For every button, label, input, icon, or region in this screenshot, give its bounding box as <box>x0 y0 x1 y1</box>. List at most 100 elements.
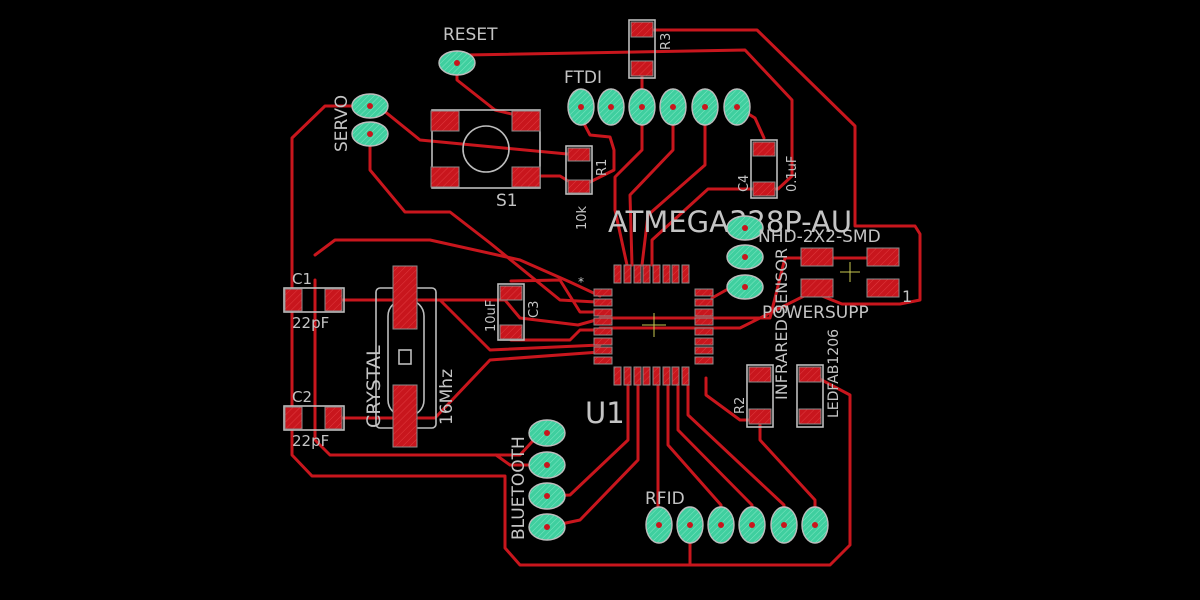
smd-pad[interactable] <box>748 366 772 383</box>
trace <box>640 116 707 267</box>
ftdi-label: FTDI <box>564 68 602 88</box>
trace <box>652 28 922 306</box>
s1-label: S1 <box>496 191 518 211</box>
power-pin1-label: 1 <box>902 287 912 306</box>
smd-pad[interactable] <box>630 60 654 77</box>
smd-pad[interactable] <box>392 265 418 330</box>
drill-hole <box>742 284 748 290</box>
smd-pad[interactable] <box>752 181 776 197</box>
smd-pad[interactable] <box>511 110 541 132</box>
trace <box>313 278 542 457</box>
crystal-value: 16Mhz <box>437 369 457 425</box>
led-label: LEDFAB1206 <box>826 329 842 418</box>
trace <box>334 298 598 327</box>
trace <box>509 328 598 342</box>
component-outline <box>628 19 656 79</box>
pin1-marker: * <box>578 275 584 289</box>
r1-label: R1 <box>595 159 610 176</box>
crystal[interactable]: CRYSTAL 16Mhz <box>363 265 457 448</box>
drill-hole <box>742 254 748 260</box>
sensor-label: INFRARED SENSOR <box>772 248 791 400</box>
power-supply-connector[interactable]: NHD-2X2-SMD POWERSUPP 1 <box>758 227 912 323</box>
component-outline <box>497 283 525 341</box>
smd-pad[interactable] <box>567 179 591 194</box>
c3-label: C3 <box>527 301 542 318</box>
component-outline <box>283 405 345 431</box>
rfid-header[interactable]: RFID <box>645 489 829 544</box>
trace <box>376 104 580 157</box>
mcu-top-pins <box>613 264 690 284</box>
trace <box>509 278 598 314</box>
resistor-r2[interactable]: R2 <box>733 364 774 428</box>
trace <box>598 290 814 330</box>
rfid-label: RFID <box>645 489 685 509</box>
power-label: POWERSUPP <box>762 303 869 323</box>
mcu-u1[interactable]: * ATMEGA328P-AU U1 <box>578 205 852 430</box>
servo-label: SERVO <box>332 95 352 152</box>
trace <box>464 48 794 267</box>
smd-pad[interactable] <box>511 166 541 188</box>
smd-pad[interactable] <box>324 406 343 430</box>
servo-header[interactable]: SERVO <box>332 93 389 152</box>
smd-pad[interactable] <box>284 406 303 430</box>
smd-pad[interactable] <box>430 110 460 132</box>
smd-pad[interactable] <box>499 285 523 301</box>
smd-pad[interactable] <box>752 141 776 157</box>
capacitor-c1[interactable]: C1 22pF <box>283 270 345 332</box>
trace <box>402 298 602 352</box>
trace <box>628 116 675 267</box>
smd-pad[interactable] <box>748 408 772 425</box>
c2-value: 22pF <box>292 432 329 450</box>
switch-button-outline <box>462 125 510 173</box>
r2-label: R2 <box>733 397 748 414</box>
smd-pad[interactable] <box>630 21 654 38</box>
component-outline <box>431 109 541 189</box>
smd-pad[interactable] <box>567 147 591 162</box>
bluetooth-header[interactable]: BLUETOOTH <box>509 419 566 541</box>
bluetooth-label: BLUETOOTH <box>509 436 529 540</box>
switch-s1[interactable]: S1 <box>430 109 541 211</box>
sensor-header[interactable]: INFRARED SENSOR <box>726 215 791 400</box>
smd-pad[interactable] <box>392 384 418 448</box>
capacitor-c3[interactable]: C3 10uF <box>484 283 542 341</box>
crystal-label: CRYSTAL <box>363 345 385 428</box>
mcu-right-pins <box>694 288 714 365</box>
c1-value: 22pF <box>292 314 329 332</box>
r1-value: 10k <box>575 205 590 230</box>
smd-pad[interactable] <box>430 166 460 188</box>
drill-holes <box>656 522 818 528</box>
capacitor-c4[interactable]: C4 0.1uF <box>737 139 800 199</box>
crystal-symbol <box>398 349 412 365</box>
component-outline <box>283 287 345 313</box>
smd-pad[interactable] <box>800 247 834 267</box>
smd-pad[interactable] <box>798 366 822 383</box>
u1-label: U1 <box>585 396 625 430</box>
smd-pad[interactable] <box>866 278 900 298</box>
resistor-r1[interactable]: R1 10k <box>565 145 610 230</box>
smd-pad[interactable] <box>324 288 343 312</box>
smd-pad[interactable] <box>866 247 900 267</box>
capacitor-c2[interactable]: C2 22pF <box>283 388 345 450</box>
ftdi-header[interactable]: FTDI <box>564 68 751 126</box>
component-outline <box>796 364 824 428</box>
smd-pad[interactable] <box>798 408 822 425</box>
trace <box>578 116 616 189</box>
c1-label: C1 <box>292 270 312 288</box>
led[interactable]: LEDFAB1206 <box>796 329 842 428</box>
mcu-bottom-pins <box>613 366 690 386</box>
reset-header[interactable]: RESET <box>438 25 498 76</box>
drill-hole <box>454 60 460 66</box>
trace <box>368 132 598 304</box>
r3-label: R3 <box>659 33 674 50</box>
trace <box>334 350 602 420</box>
smd-pad[interactable] <box>284 288 303 312</box>
c4-value: 0.1uF <box>785 156 800 192</box>
drill-holes <box>544 430 550 530</box>
drill-holes <box>578 104 740 110</box>
c4-label: C4 <box>737 175 752 192</box>
c3-value: 10uF <box>484 300 499 332</box>
smd-pad[interactable] <box>499 324 523 340</box>
resistor-r3[interactable]: R3 <box>628 19 674 79</box>
smd-pad[interactable] <box>800 278 834 298</box>
